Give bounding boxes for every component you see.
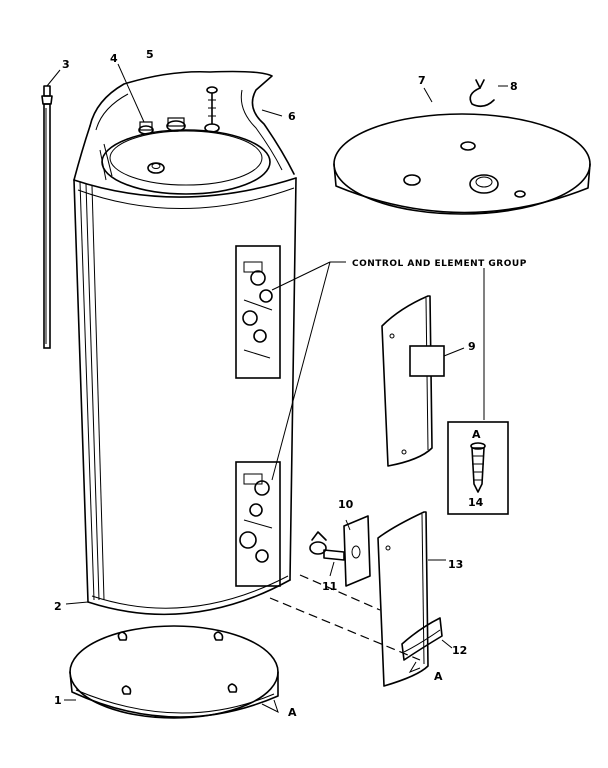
screw-detail-box: [447, 421, 509, 515]
callout-10: 10: [338, 498, 354, 511]
lower-control-opening: [235, 461, 281, 587]
callout-9: 9: [468, 340, 476, 353]
water-heater-jacket: [73, 177, 421, 661]
callout-6: 6: [288, 110, 296, 123]
callout-5: 5: [146, 48, 154, 61]
clip-8: [469, 79, 508, 108]
lower-access-panel: [377, 511, 446, 687]
anode-rod: [41, 69, 61, 349]
top-cover: [333, 87, 591, 215]
callout-12: 12: [452, 644, 467, 657]
upper-access-panel: [381, 295, 465, 467]
screw-6: [206, 86, 283, 125]
callout-labels: 3 4 5 6 7 8 9 10 11 13 12 A A 14 2 1 A C…: [54, 48, 527, 719]
tank-top: [101, 63, 271, 195]
insulation-strip-12: [401, 617, 453, 674]
callout-7: 7: [418, 74, 426, 87]
callout-a-panel: A: [434, 670, 443, 683]
bracket-10: [343, 515, 371, 587]
group-leader-lines: [271, 261, 485, 481]
fastener-11: [309, 531, 345, 577]
callout-1: 1: [54, 694, 62, 707]
callout-8: 8: [510, 80, 518, 93]
callout-4: 4: [110, 52, 118, 65]
callout-2: 2: [54, 600, 62, 613]
callout-a-pan: A: [288, 706, 297, 719]
callout-13: 13: [448, 558, 463, 571]
group-label: CONTROL AND ELEMENT GROUP: [352, 259, 527, 269]
upper-control-opening: [235, 245, 281, 379]
bottom-pan: [64, 601, 279, 719]
callout-14: 14: [468, 496, 484, 509]
callout-3: 3: [62, 58, 70, 71]
callout-a-screw: A: [472, 428, 481, 441]
callout-11: 11: [322, 580, 337, 593]
